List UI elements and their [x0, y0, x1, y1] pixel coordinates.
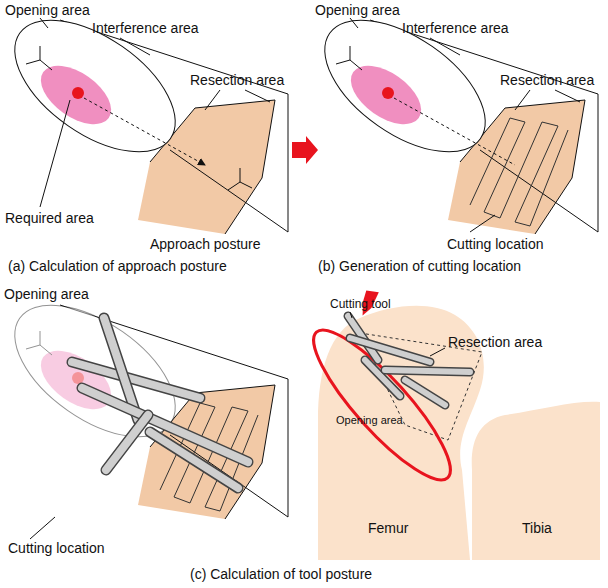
label-holder: Interference area	[92, 20, 199, 36]
label-holder: Opening area	[4, 286, 89, 302]
path-label: Cutting location	[8, 540, 105, 556]
area-label: Opening area	[315, 2, 400, 18]
bone-label: Tibia	[522, 520, 552, 536]
label-holder: (b) Generation of cutting location	[318, 258, 521, 274]
label-holder: Opening area	[336, 412, 403, 428]
label-holder: (a) Calculation of approach posture	[8, 258, 227, 274]
label-holder: Resection area	[500, 72, 594, 88]
label-holder: Approach posture	[150, 236, 261, 252]
label-holder: Tibia	[522, 520, 552, 536]
area-label: Opening area	[4, 286, 89, 302]
area-label: Resection area	[448, 334, 542, 350]
label-holder: Cutting location	[8, 540, 105, 556]
label-holder: Femur	[368, 520, 408, 536]
vector-label: Approach posture	[150, 236, 261, 252]
area-label: Interference area	[92, 20, 199, 36]
label-holder: Required area	[5, 210, 94, 226]
path-label: Cutting location	[447, 236, 544, 252]
label-holder: Opening area	[5, 2, 90, 18]
label-holder: Resection area	[190, 72, 284, 88]
area-label: Required area	[5, 210, 94, 226]
area-label: Opening area	[5, 2, 90, 18]
area-label: Opening area	[336, 414, 403, 426]
panel-caption: (b) Generation of cutting location	[318, 258, 521, 274]
label-holder: Cutting location	[447, 236, 544, 252]
label-holder: Interference area	[402, 20, 509, 36]
label-holder: Opening area	[315, 2, 400, 18]
area-label: Resection area	[500, 72, 594, 88]
label-holder: Resection area	[448, 334, 542, 350]
label-holder: Cutting tool	[330, 296, 391, 312]
area-label: Interference area	[402, 20, 509, 36]
panel-caption: (a) Calculation of approach posture	[8, 258, 227, 274]
panel-caption: (c) Calculation of tool posture	[190, 566, 372, 582]
tool-label: Cutting tool	[330, 297, 391, 311]
area-label: Resection area	[190, 72, 284, 88]
bone-label: Femur	[368, 520, 408, 536]
label-holder: (c) Calculation of tool posture	[190, 566, 372, 582]
